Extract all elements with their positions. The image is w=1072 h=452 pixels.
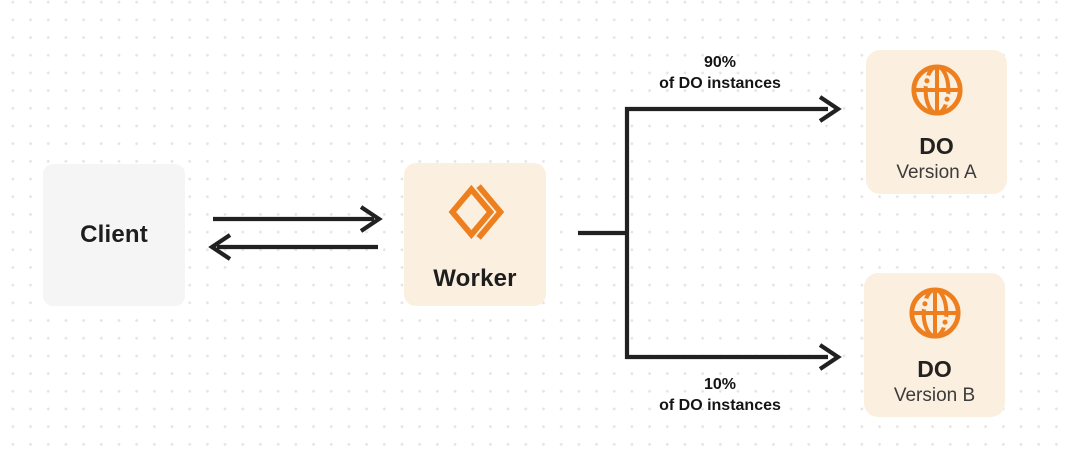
do-version-b-title: DO bbox=[917, 356, 952, 382]
bottom-branch-caption: of DO instances bbox=[659, 397, 781, 415]
top-branch-caption: of DO instances bbox=[659, 75, 781, 93]
bottom-branch-arrowhead bbox=[818, 343, 842, 371]
do-version-a-node: DO Version A bbox=[866, 50, 1007, 194]
worker-to-client-arrowhead bbox=[208, 233, 232, 261]
do-version-b-node: DO Version B bbox=[864, 273, 1005, 417]
client-label: Client bbox=[80, 221, 148, 248]
top-branch-label: 90% of DO instances bbox=[600, 52, 840, 94]
globe-icon bbox=[909, 62, 965, 118]
top-branch-arrowhead bbox=[818, 95, 842, 123]
bottom-branch-label: 10% of DO instances bbox=[600, 374, 840, 416]
client-to-worker-arrowhead bbox=[359, 205, 383, 233]
do-version-a-title: DO bbox=[919, 133, 954, 159]
bottom-branch-percent: 10% bbox=[703, 376, 737, 393]
do-version-a-subtitle: Version A bbox=[896, 162, 977, 184]
worker-node: Worker bbox=[404, 163, 546, 306]
workers-icon bbox=[445, 183, 505, 241]
worker-label: Worker bbox=[433, 265, 517, 292]
client-node: Client bbox=[43, 164, 185, 306]
do-version-b-subtitle: Version B bbox=[893, 385, 976, 407]
top-branch-percent: 90% bbox=[703, 54, 737, 71]
globe-icon bbox=[907, 285, 963, 341]
branch-fork-line bbox=[624, 106, 828, 360]
